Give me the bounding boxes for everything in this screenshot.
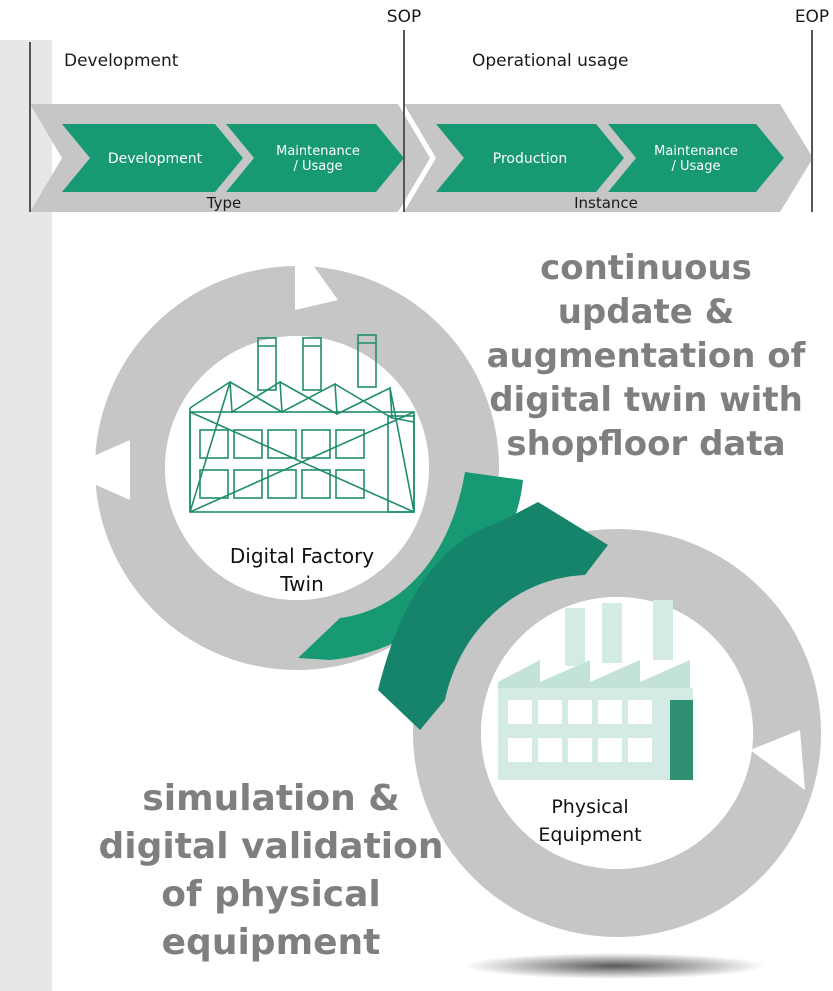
ground-shadow (465, 953, 765, 979)
update-text-line-2: update & (558, 292, 735, 332)
physical-factory-icon (498, 600, 693, 780)
ring-gap-right (750, 730, 805, 790)
chevron-instance-maintenance (608, 124, 784, 192)
sop-label: SOP (387, 7, 421, 27)
physical-label-1: Physical (551, 796, 628, 818)
chevron-development-label: Development (108, 151, 203, 167)
wireframe-factory-icon (189, 334, 415, 513)
simulation-text-line-2: digital validation (98, 826, 443, 867)
band-instance-label: Instance (574, 194, 638, 212)
chevron-type-maintenance-label-2: / Usage (293, 159, 342, 174)
chevron-type-maintenance-label-1: Maintenance (276, 144, 360, 159)
ring-gap-left (62, 440, 130, 500)
chevron-production-label: Production (493, 151, 567, 167)
simulation-text-line-4: equipment (162, 922, 381, 963)
phase-development-label: Development (64, 51, 179, 71)
phase-operational-label: Operational usage (472, 51, 628, 71)
chevron-production (436, 124, 624, 192)
simulation-text-line-1: simulation & (142, 778, 399, 819)
band-type-label: Type (206, 194, 241, 212)
simulation-text-line-3: of physical (161, 874, 381, 915)
simulation-description: simulation & digital validation of physi… (98, 778, 443, 963)
chevron-type-maintenance (226, 124, 404, 192)
chevron-instance-maintenance-label-1: Maintenance (654, 144, 738, 159)
timeline: SOP EOP Development Operational usage De… (29, 7, 829, 212)
update-text-line-4: digital twin with (489, 380, 803, 420)
update-text-line-3: augmentation of (487, 336, 807, 376)
update-text-line-5: shopfloor data (506, 424, 785, 464)
left-background-band (0, 40, 52, 991)
digital-twin-label-2: Twin (279, 572, 324, 596)
teal-transfer-arrow (298, 472, 523, 660)
update-text-line-1: continuous (540, 248, 752, 288)
chevron-instance-maintenance-label-2: / Usage (671, 159, 720, 174)
ring-gap-top (295, 240, 338, 310)
physical-label-2: Equipment (538, 824, 641, 846)
chevron-development (62, 124, 243, 192)
update-description: continuous update & augmentation of digi… (487, 248, 807, 464)
eop-label: EOP (795, 7, 829, 27)
teal-transfer-arrow-2 (378, 502, 608, 730)
digital-twin-label-1: Digital Factory (230, 544, 374, 568)
physical-ring (413, 529, 821, 937)
